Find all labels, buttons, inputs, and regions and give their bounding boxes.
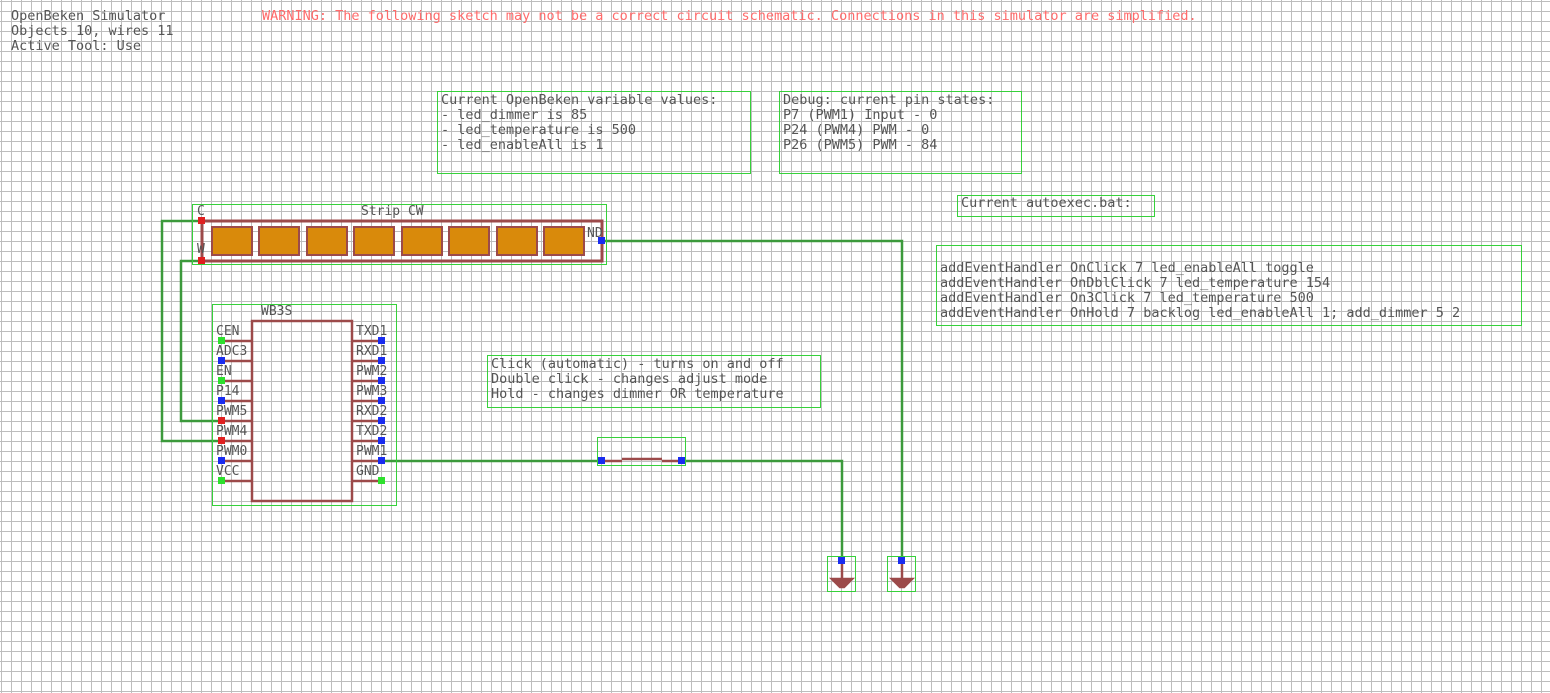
autoexec-panel — [936, 245, 1522, 326]
chip-label: WB3S — [261, 304, 293, 319]
help-panel — [487, 355, 821, 408]
led-segment — [401, 226, 443, 256]
autoexec-line: addEventHandler On3Click 7 led_temperatu… — [940, 290, 1314, 306]
chip-pin-label: PWM2 — [356, 364, 388, 379]
variable-line: - led_temperature is 500 — [441, 122, 637, 138]
chip-pin-en[interactable] — [218, 377, 225, 384]
object-stats: Objects 10, wires 11 — [11, 23, 174, 39]
chip-pin-label: TXD1 — [356, 324, 388, 339]
wire-w-to-pwm5[interactable] — [179, 259, 222, 423]
pin-state-line: P7 (PWM1) Input - 0 — [783, 107, 938, 123]
chip-pin-label: ADC3 — [216, 344, 248, 359]
strip-pin-w[interactable] — [198, 257, 205, 264]
led-segment — [258, 226, 300, 256]
chip-pin-pwm5[interactable] — [218, 417, 225, 424]
autoexec-title: Current autoexec.bat: — [961, 195, 1132, 211]
ground-2-selection-box[interactable] — [887, 556, 916, 592]
chip-pin-cen[interactable] — [218, 337, 225, 344]
chip-pin-pwm4[interactable] — [218, 437, 225, 444]
chip-pin-gnd[interactable] — [378, 477, 385, 484]
chip-pin-label: TXD2 — [356, 424, 388, 439]
chip-pin-label: RXD2 — [356, 404, 388, 419]
wire-c-to-pwm4[interactable] — [160, 219, 222, 443]
chip-pin-label: GND — [356, 464, 380, 479]
pin-state-line: P24 (PWM4) PWM - 0 — [783, 122, 930, 138]
chip-pin-pwm1[interactable] — [378, 457, 385, 464]
chip-pin-label: CEN — [216, 324, 240, 339]
chip-pin-txd1[interactable] — [378, 337, 385, 344]
app-title: OpenBeken Simulator — [11, 8, 166, 24]
wire-gnd-strip-to-ground[interactable] — [602, 239, 904, 561]
chip-pin-p14[interactable] — [218, 397, 225, 404]
chip-pin-label: EN — [216, 364, 232, 379]
help-line: Click (automatic) - turns on and off — [491, 356, 784, 372]
chip-pin-label: RXD1 — [356, 344, 388, 359]
ground-symbol-2 — [888, 561, 916, 589]
ground-2-pin[interactable] — [898, 557, 905, 564]
chip-pin-label: PWM1 — [356, 444, 388, 459]
strip-pin-c-label: C — [197, 204, 205, 219]
warning-banner: WARNING: The following sketch may not be… — [262, 8, 1197, 24]
strip-selection-box[interactable] — [192, 204, 607, 265]
variable-line: - led_enableAll is 1 — [441, 137, 604, 153]
chip-pin-rxd2[interactable] — [378, 417, 385, 424]
strip-pin-gnd[interactable] — [598, 237, 605, 244]
led-segment — [353, 226, 395, 256]
chip-pin-vcc[interactable] — [218, 477, 225, 484]
ground-1-selection-box[interactable] — [827, 556, 856, 592]
chip-selection-box[interactable] — [212, 304, 397, 506]
led-segment — [543, 226, 585, 256]
chip-pin-label: VCC — [216, 464, 240, 479]
button-pin-b[interactable] — [678, 457, 685, 464]
strip-pin-w-label: W — [197, 242, 205, 257]
autoexec-line: addEventHandler OnDblClick 7 led_tempera… — [940, 275, 1331, 291]
button-selection-box[interactable] — [597, 437, 686, 466]
chip-pin-label: PWM0 — [216, 444, 248, 459]
chip-pin-adc3[interactable] — [218, 357, 225, 364]
chip-pin-label: PWM3 — [356, 384, 388, 399]
help-line: Double click - changes adjust mode — [491, 371, 768, 387]
led-segment — [496, 226, 538, 256]
chip-pin-txd2[interactable] — [378, 437, 385, 444]
button-pin-a[interactable] — [598, 457, 605, 464]
chip-pin-rxd1[interactable] — [378, 357, 385, 364]
led-segment — [211, 226, 253, 256]
ground-1-pin[interactable] — [838, 557, 845, 564]
active-tool: Active Tool: Use — [11, 38, 142, 54]
help-line: Hold - changes dimmer OR temperature — [491, 386, 784, 402]
debug-panel — [779, 91, 1022, 174]
debug-panel-title: Debug: current pin states: — [783, 92, 995, 108]
autoexec-title-box — [957, 195, 1155, 217]
chip-pin-label: PWM5 — [216, 404, 248, 419]
autoexec-line: addEventHandler OnClick 7 led_enableAll … — [940, 260, 1314, 276]
chip-pin-pwm0[interactable] — [218, 457, 225, 464]
led-segment — [306, 226, 348, 256]
led-segment — [448, 226, 490, 256]
chip-body[interactable] — [250, 319, 354, 503]
chip-pin-pwm2[interactable] — [378, 377, 385, 384]
variables-panel-title: Current OpenBeken variable values: — [441, 92, 718, 108]
variables-panel — [437, 91, 751, 174]
chip-pin-pwm3[interactable] — [378, 397, 385, 404]
strip-pin-c[interactable] — [198, 217, 205, 224]
strip-label: Strip CW — [361, 204, 424, 219]
chip-pin-label: PWM4 — [216, 424, 248, 439]
ground-symbol-1 — [828, 561, 856, 589]
wire-button-to-ground[interactable] — [682, 459, 844, 561]
pin-state-line: P26 (PWM5) PWM - 84 — [783, 137, 938, 153]
variable-line: - led_dimmer is 85 — [441, 107, 588, 123]
chip-pin-label: P14 — [216, 384, 240, 399]
autoexec-line: addEventHandler OnHold 7 backlog led_ena… — [940, 306, 1461, 321]
